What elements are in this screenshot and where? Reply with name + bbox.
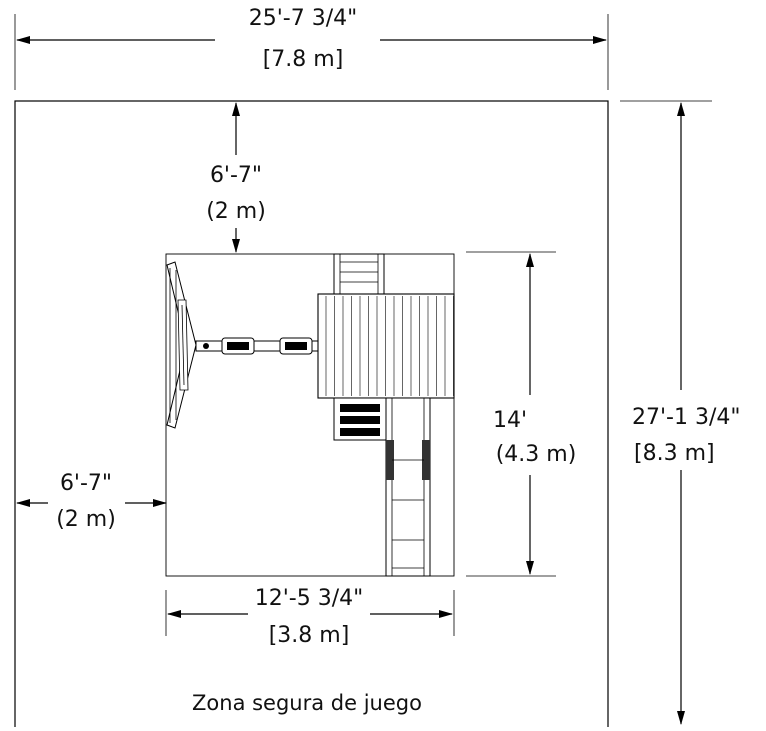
side-clearance-dimension: 6'-7" (2 m)	[16, 471, 167, 532]
rock-wall	[333, 397, 387, 441]
swing-beam	[195, 337, 319, 355]
overall-depth-imperial: 27'-1 3/4"	[632, 405, 741, 430]
structure-width-imperial: 12'-5 3/4"	[255, 586, 364, 611]
side-clearance-metric: (2 m)	[56, 507, 116, 532]
playset-top-view	[166, 253, 455, 577]
structure-width-metric: [3.8 m]	[269, 623, 350, 648]
deck-platform	[317, 293, 455, 399]
top-clearance-metric: (2 m)	[206, 199, 266, 224]
zone-label: Zona segura de juego	[192, 691, 422, 715]
top-ladder	[333, 253, 385, 295]
overall-depth-metric: [8.3 m]	[634, 441, 715, 466]
top-clearance-imperial: 6'-7"	[210, 163, 262, 188]
structure-depth-dimension: 14' (4.3 m)	[466, 251, 577, 577]
swing-a-frame	[166, 261, 197, 429]
side-clearance-imperial: 6'-7"	[60, 471, 112, 496]
safety-zone-boundary	[14, 100, 609, 731]
overall-width-dimension: 25'-7 3/4" [7.8 m]	[14, 6, 609, 90]
structure-depth-metric: (4.3 m)	[496, 442, 577, 467]
overall-width-metric: [7.8 m]	[263, 47, 344, 72]
overall-depth-dimension: 27'-1 3/4" [8.3 m]	[620, 100, 741, 725]
structure-footprint	[165, 253, 455, 577]
top-clearance-dimension: 6'-7" (2 m)	[206, 102, 266, 253]
overall-width-imperial: 25'-7 3/4"	[249, 6, 358, 31]
slide	[385, 397, 431, 577]
structure-depth-imperial: 14'	[493, 408, 527, 433]
structure-width-dimension: 12'-5 3/4" [3.8 m]	[165, 586, 455, 648]
